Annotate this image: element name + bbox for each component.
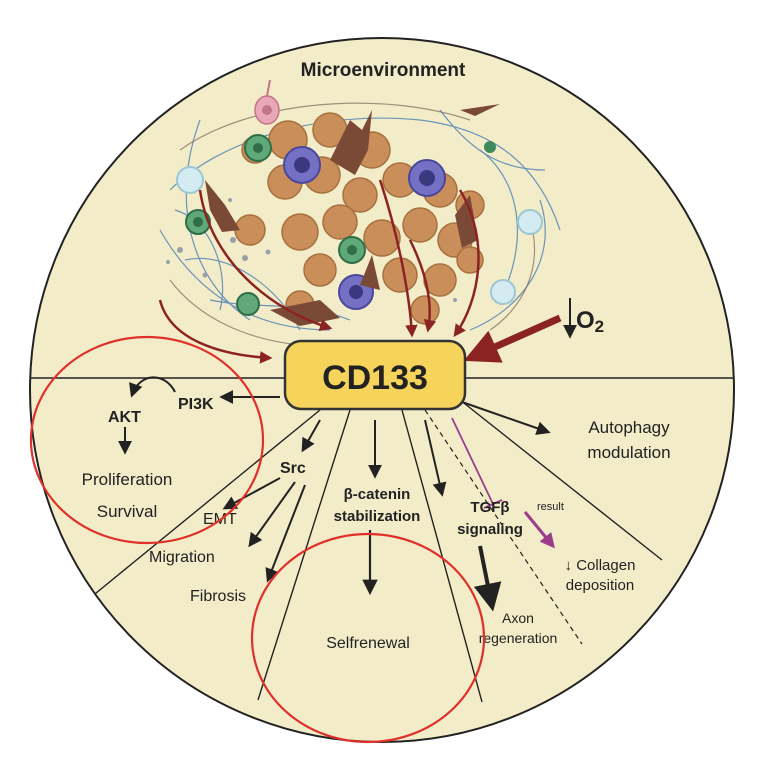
beta-catenin-label-2: stabilization	[334, 508, 421, 525]
axon-label-2: regeneration	[479, 630, 558, 646]
autophagy-label-2: modulation	[587, 443, 670, 462]
tgfb-label-2: signaling	[457, 521, 523, 538]
cd133-label: CD133	[322, 359, 428, 397]
selfrenewal-label: Selfrenewal	[326, 635, 410, 652]
src-label: Src	[280, 460, 306, 477]
result-arrow	[523, 511, 555, 549]
highlight-circle-left	[29, 335, 265, 545]
microenvironment-title: Microenvironment	[301, 60, 466, 81]
proliferation-label: Proliferation	[82, 470, 173, 489]
microenvironment-illustration	[159, 79, 561, 346]
collagen-label-1: ↓ Collagen	[565, 557, 636, 574]
pathway-arrows	[118, 376, 551, 612]
microenvironment-arrows	[158, 179, 480, 364]
highlight-circle-bottom	[250, 532, 486, 744]
akt-label: AKT	[108, 409, 141, 426]
cd133-box	[283, 339, 467, 411]
autophagy-label-1: Autophagy	[588, 418, 670, 437]
migration-label: Migration	[149, 549, 215, 566]
tgfb-label-1: TGFβ	[470, 499, 509, 516]
axon-label-1: Axon	[502, 610, 534, 626]
survival-label: Survival	[97, 502, 157, 521]
fibrosis-label: Fibrosis	[190, 588, 246, 605]
oxygen-arrow	[463, 314, 562, 363]
oxygen-label: O2	[576, 307, 604, 336]
collagen-label-2: deposition	[566, 577, 634, 594]
result-label: result	[537, 501, 564, 513]
tgfb-inhibition	[451, 417, 503, 509]
pi3k-label: PI3K	[178, 396, 214, 413]
beta-catenin-label-1: β-catenin	[344, 486, 411, 503]
